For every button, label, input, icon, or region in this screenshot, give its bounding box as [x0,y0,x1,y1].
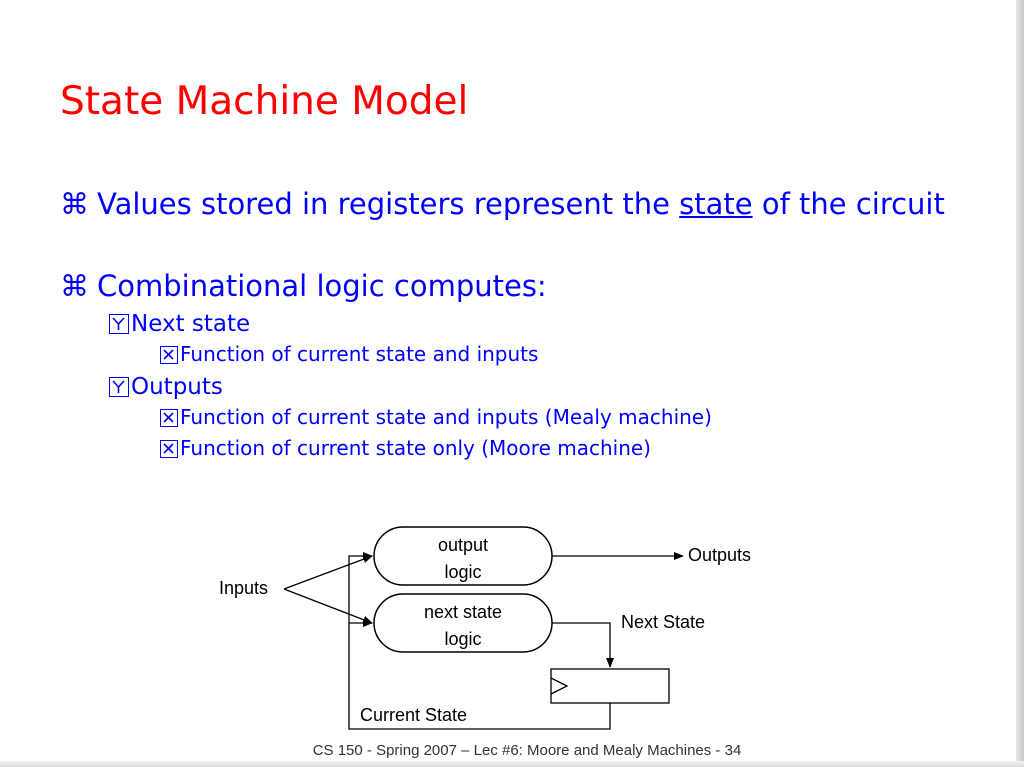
checkbox-crossed-icon [160,346,178,364]
slide-footer: CS 150 - Spring 2007 – Lec #6: Moore and… [312,742,742,759]
inputs-label: Inputs [219,578,268,598]
sub-bullet-outputs: Outputs [109,373,223,401]
bullet-text-after: of the circuit [752,187,945,221]
bullet-text: Combinational logic computes: [97,269,547,303]
checkbox-checked-icon [109,377,129,397]
slide-edge-bottom [0,761,1024,767]
next-state-logic-label-line2: logic [444,629,481,649]
clock-input-icon [550,677,569,695]
next-state-logic-label-line1: next state [424,602,502,622]
bullet-registers-state: ⌘ Values stored in registers represent t… [60,184,960,224]
output-logic-label-line2: logic [444,562,481,582]
checkbox-checked-icon [109,314,129,334]
sub-bullet-next-state: Next state [109,310,250,338]
bullet-text-before: Values stored in registers represent the [97,187,680,221]
command-bullet-icon: ⌘ [60,269,89,303]
inputs-to-next-state-arrow [283,588,373,624]
sub-sub-bullet-label: Function of current state and inputs [180,342,539,366]
checkbox-crossed-icon [160,440,178,458]
current-state-feedback-to-output-logic [348,552,611,730]
sub-sub-bullet-mealy: Function of current state and inputs (Me… [160,404,712,430]
slide-title: State Machine Model [60,79,469,124]
sub-sub-bullet-moore: Function of current state only (Moore ma… [160,435,651,461]
next-state-label: Next State [621,612,705,632]
checkbox-crossed-icon [160,409,178,427]
current-state-label: Current State [360,705,467,725]
outputs-label: Outputs [688,545,751,565]
slide-edge-right [1016,0,1024,767]
inputs-to-output-logic-arrow [283,555,373,590]
state-register [550,668,670,704]
sub-sub-bullet-label: Function of current state and inputs (Me… [180,405,712,429]
command-bullet-icon: ⌘ [60,187,89,221]
output-logic-label-line1: output [438,535,488,555]
state-emphasis: state [679,187,753,221]
sub-bullet-label: Outputs [131,374,223,400]
next-state-wire [552,622,614,668]
sub-bullet-label: Next state [131,311,251,337]
sub-sub-bullet-label: Function of current state only (Moore ma… [180,436,651,460]
bullet-combinational-logic: ⌘ Combinational logic computes: [60,266,547,306]
sub-sub-bullet-next-state-function: Function of current state and inputs [160,341,538,367]
